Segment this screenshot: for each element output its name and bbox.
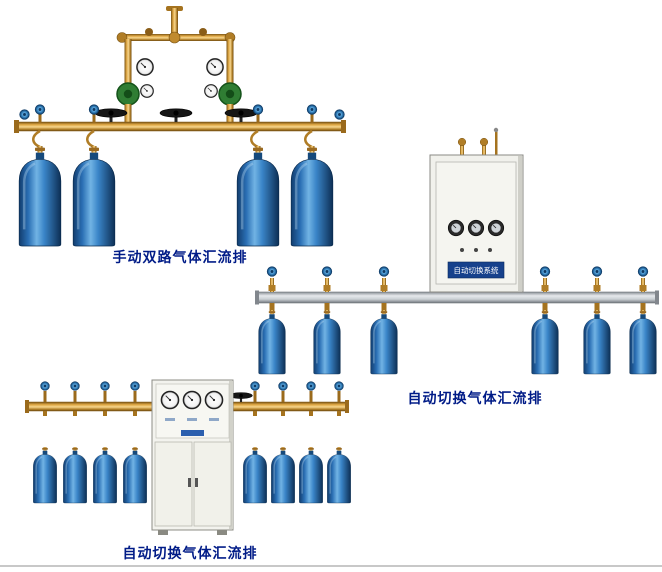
cylinder-connections bbox=[40, 381, 344, 416]
gas-cylinder bbox=[530, 309, 560, 375]
gas-cylinder bbox=[61, 445, 89, 505]
collection-rail bbox=[255, 290, 659, 305]
cylinder-valve-cap bbox=[130, 381, 140, 391]
pressure-gauge bbox=[204, 84, 218, 98]
cylinder-connections bbox=[266, 266, 649, 311]
gas-cylinder bbox=[241, 445, 269, 505]
indicator-light bbox=[488, 248, 492, 252]
cylinder-valve-cap bbox=[252, 104, 264, 115]
product-image-auto-switch-manifold-cabinet bbox=[25, 379, 353, 535]
cylinder-valve-cap bbox=[88, 104, 100, 115]
control-cabinet bbox=[151, 379, 234, 535]
caption-auto-bottom: 自动切换气体汇流排 bbox=[122, 545, 258, 561]
cabinet-door bbox=[154, 441, 193, 527]
cylinder-valve-cap bbox=[266, 266, 278, 277]
cabinet-emblem bbox=[181, 430, 204, 436]
door-handle bbox=[195, 478, 198, 487]
product-image-manual-dual-manifold bbox=[14, 6, 346, 248]
cylinder-valve-cap bbox=[306, 104, 318, 115]
gas-cylinder bbox=[31, 445, 59, 505]
pressure-regulator-left bbox=[116, 58, 154, 126]
gas-cylinder bbox=[91, 445, 119, 505]
indicator-light bbox=[474, 248, 478, 252]
cylinder-valve-cap bbox=[637, 266, 649, 277]
gas-cylinder bbox=[325, 445, 353, 505]
cylinder-valve-cap bbox=[591, 266, 603, 277]
cylinder-valve-cap bbox=[100, 381, 110, 391]
gas-cylinder bbox=[121, 445, 149, 505]
cylinder-valve-cap bbox=[378, 266, 390, 277]
indicator-light bbox=[460, 248, 464, 252]
pressure-gauge bbox=[206, 58, 224, 76]
top-pipe-valve bbox=[199, 28, 207, 36]
door-handle bbox=[188, 478, 191, 487]
cylinder-valve-cap bbox=[19, 109, 30, 120]
product-image-auto-switch-manifold: 自动切换系统 bbox=[255, 127, 659, 375]
cylinder-connections bbox=[32, 104, 318, 149]
cylinder-valve-cap bbox=[40, 381, 50, 391]
caption-auto-right: 自动切换气体汇流排 bbox=[407, 390, 543, 406]
gas-cylinder bbox=[257, 309, 287, 375]
gas-cylinder bbox=[297, 445, 325, 505]
cabinet-top-fittings bbox=[457, 127, 499, 155]
cabinet-gauge bbox=[160, 390, 180, 410]
pressure-gauge bbox=[140, 84, 154, 98]
gas-cylinder bbox=[269, 445, 297, 505]
cylinder-valve-cap bbox=[250, 381, 260, 391]
cylinder-valve-cap bbox=[34, 104, 46, 115]
cabinet-gauge bbox=[204, 390, 224, 410]
cabinet-gauge bbox=[467, 219, 485, 237]
cabinet-gauge bbox=[487, 219, 505, 237]
top-pipe-valve bbox=[145, 28, 153, 36]
page-bottom-rule bbox=[0, 565, 662, 567]
manifold-pipe bbox=[14, 109, 346, 133]
supply-piping bbox=[116, 6, 236, 78]
gas-cylinder bbox=[71, 144, 117, 248]
caption-manual-dual: 手动双路气体汇流排 bbox=[112, 249, 248, 265]
gas-cylinder bbox=[312, 309, 342, 375]
control-cabinet: 自动切换系统 bbox=[429, 154, 524, 293]
cabinet-label-text: 自动切换系统 bbox=[454, 265, 499, 275]
valve-handwheel bbox=[94, 108, 128, 123]
cabinet-gauge bbox=[447, 219, 465, 237]
cylinder-valve-cap bbox=[334, 381, 344, 391]
cylinder-valve-cap bbox=[278, 381, 288, 391]
cylinder-valve-cap bbox=[321, 266, 333, 277]
cylinder-valve-cap bbox=[306, 381, 316, 391]
gas-cylinder bbox=[369, 309, 399, 375]
cylinder-valve-cap bbox=[539, 266, 551, 277]
gas-cylinder bbox=[628, 309, 658, 375]
cabinet-label-plate bbox=[447, 261, 505, 279]
valve-handwheel bbox=[159, 108, 193, 123]
cabinet-gauge bbox=[182, 390, 202, 410]
cabinet-door bbox=[193, 441, 232, 527]
cylinder-valve-cap bbox=[70, 381, 80, 391]
pressure-gauge bbox=[136, 58, 154, 76]
gas-cylinder bbox=[17, 144, 63, 248]
gas-cylinder bbox=[582, 309, 612, 375]
cylinder-valve-cap bbox=[334, 109, 345, 120]
